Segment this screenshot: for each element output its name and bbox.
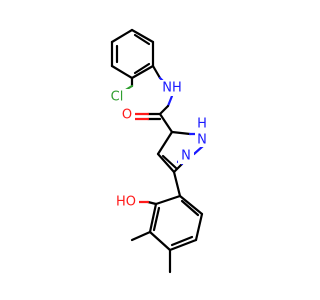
chlorine-label: Cl	[111, 90, 124, 105]
hydroxyphenyl-ring-bond	[154, 194, 182, 206]
chlorophenyl-inner-double-bond	[133, 62, 151, 75]
amide-nh-label: NH	[162, 81, 182, 96]
methyl-bond	[130, 230, 152, 242]
pyrazole-ring-bond	[192, 144, 205, 156]
atom-ring-nitrogen: N	[178, 148, 194, 164]
atom-hydroxyl: HO	[113, 194, 139, 210]
chlorophenyl-ring-bond	[110, 28, 134, 44]
hydroxyphenyl-inner-double-bond	[170, 235, 194, 247]
hydroxyphenyl-inner-double-bond	[180, 199, 200, 217]
nh-carbonyl-bond	[166, 94, 174, 108]
hydroxyphenyl-ring-bond	[148, 202, 158, 234]
ring-nh-nitrogen-label: N	[197, 133, 207, 148]
ring-nh-hydrogen-label: H	[197, 117, 207, 132]
nh-carbonyl-bond	[158, 104, 170, 116]
atom-chlorine: Cl	[104, 89, 130, 105]
hydroxyphenyl-ring-bond	[178, 194, 204, 216]
chlorophenyl-ring-bond	[130, 28, 155, 44]
pyrazole-ring-bond	[170, 130, 192, 136]
pyrazole-inner-double-bond	[161, 154, 178, 170]
chlorophenyl-ring-bond	[110, 64, 134, 80]
ring-nitrogen-label: N	[181, 149, 191, 164]
pyrazole-ring-bond	[156, 130, 174, 156]
molecule-structure-diagram: Cl NH O H N N HO	[104, 28, 209, 274]
chlorophenyl-ring-bond	[130, 64, 155, 80]
chlorophenyl-inner-double-bond	[133, 33, 151, 46]
hydroxyphenyl-ring-bond	[168, 238, 198, 252]
pyrazole-ring-bond	[156, 152, 176, 174]
carbonyl-pyrazole-bond	[158, 112, 174, 134]
atom-carbonyl-oxygen: O	[119, 107, 135, 123]
hydroxyphenyl-ring-bond	[148, 230, 172, 252]
carbonyl-oxygen-label: O	[122, 108, 132, 123]
c-oh-bond	[146, 200, 158, 206]
atom-ring-nh: H N	[195, 117, 209, 148]
hydroxyphenyl-inner-double-bond	[152, 206, 161, 232]
molecule-canvas: Cl NH O H N N HO	[104, 28, 209, 274]
atom-label-layer: Cl NH O H N N HO	[104, 80, 209, 210]
atom-amide-nh: NH	[159, 80, 185, 96]
pyrazole-aryl-bond	[172, 170, 182, 198]
hydroxyphenyl-ring-bond	[194, 212, 204, 242]
hydroxyl-label: HO	[116, 195, 136, 210]
pyrazole-ring-bond	[172, 162, 184, 174]
c-nh-bond	[151, 64, 162, 80]
